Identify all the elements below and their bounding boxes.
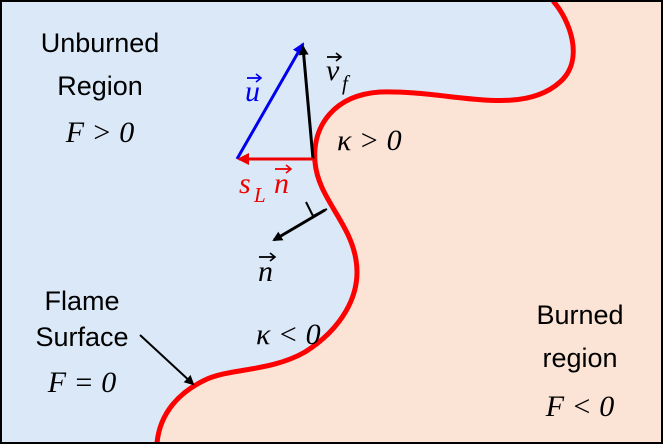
v-subscript: f [342,71,351,95]
u-symbol: u [245,75,260,108]
flame-condition: F = 0 [47,366,117,399]
velocity-u-arrow [235,42,305,160]
burned-title-line2: region [542,343,617,373]
s-subscript: L [253,183,266,207]
v-symbol: v [326,54,340,87]
n-symbol-red: n [274,167,289,200]
flame-surface-pointer [139,334,195,386]
curvature-negative: κ < 0 [256,318,321,351]
burned-title-line1: Burned [536,300,623,330]
u-vector-label: u [245,73,263,108]
unburned-title-line2: Region [57,71,143,101]
flame-label-line2: Surface [35,322,128,352]
unburned-condition: F > 0 [65,116,135,149]
flame-front-curve [154,0,576,444]
curvature-positive: κ > 0 [337,124,402,157]
s-symbol: s [239,167,251,200]
vf-vector-label: v f [326,52,351,95]
burned-region [157,1,662,443]
right-angle-marker [305,201,328,218]
n-vector-label: n [258,252,277,288]
flame-label-line1: Flame [44,286,119,316]
burned-condition: F < 0 [545,390,615,423]
n-symbol: n [258,255,273,288]
unburned-title-line1: Unburned [41,28,160,58]
sl-n-vector-label: s L n [239,164,293,207]
flame-velocity-arrow [298,45,315,160]
